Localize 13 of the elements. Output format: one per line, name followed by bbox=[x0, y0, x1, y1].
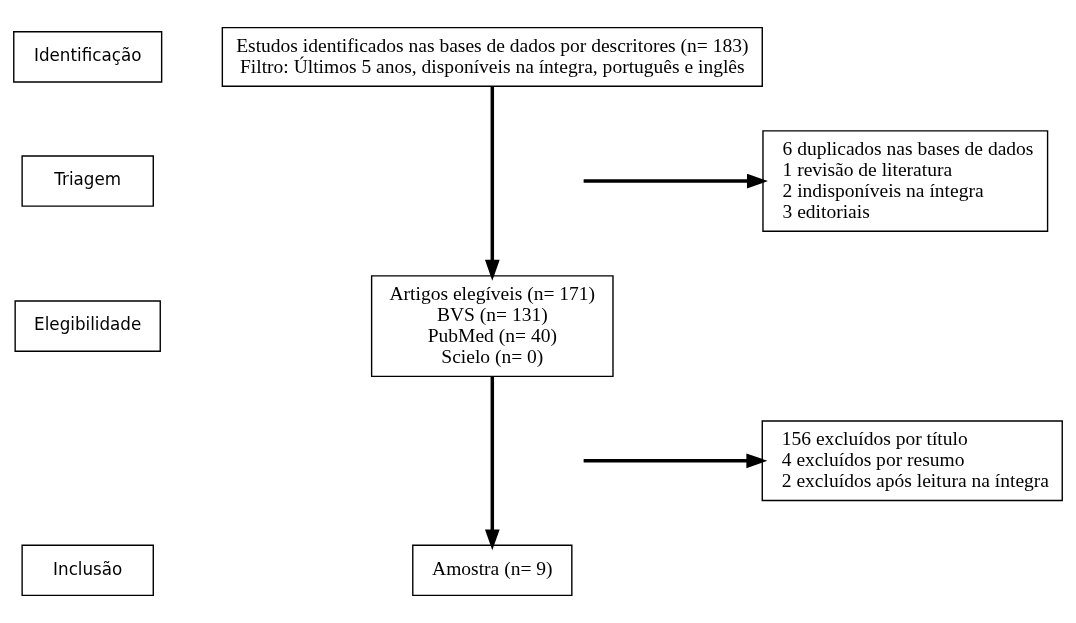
node-box: Inclusão bbox=[21, 544, 154, 597]
arrow bbox=[484, 86, 500, 281]
node-box: 6 duplicados nas bases de dados 1 revisão de literatura 2 indisponíveis na íntegra 3 editoriais bbox=[762, 130, 1049, 232]
node-box: Identificação bbox=[13, 31, 163, 83]
node-box: Amostra (n= 9) bbox=[412, 544, 573, 597]
arrow bbox=[583, 173, 768, 189]
node-box: 156 excluídos por título 4 excluídos por resumo 2 excluídos após leitura na íntegra bbox=[761, 420, 1063, 502]
arrow bbox=[484, 376, 500, 551]
node-box: Artigos elegíveis (n= 171) BVS (n= 131) PubMed (n= 40) Scielo (n= 0) bbox=[370, 275, 614, 378]
arrow bbox=[583, 453, 768, 469]
node-box: Triagem bbox=[21, 155, 154, 207]
node-box: Estudos identificados nas bases de dados por descritores (n= 183) Filtro: Últimos 5 anos, disponíveis na íntegra, português e inglês bbox=[221, 26, 763, 87]
node-box: Elegibilidade bbox=[14, 300, 161, 352]
